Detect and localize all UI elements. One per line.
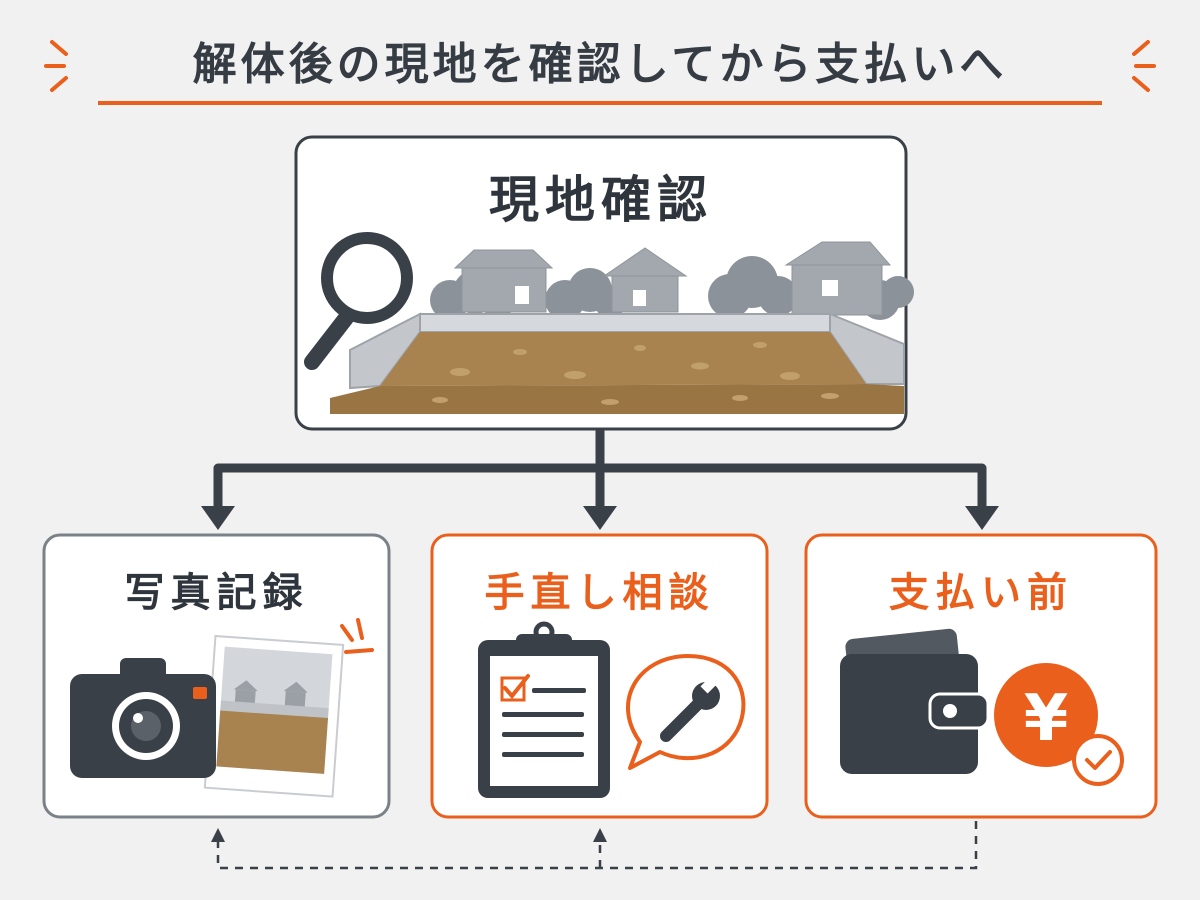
flash-sparks bbox=[340, 618, 374, 654]
main-step-label: 現地確認 bbox=[489, 171, 713, 229]
empty-lot-illustration bbox=[330, 241, 914, 414]
clipboard-icon bbox=[478, 621, 610, 798]
photo-step-label: 写真記録 bbox=[124, 570, 309, 616]
repair-step-label: 手直し相談 bbox=[484, 570, 715, 616]
wrench-bubble-icon bbox=[626, 654, 746, 770]
wrench-icon bbox=[660, 676, 720, 742]
branch-connector bbox=[213, 430, 987, 506]
yen-coin-icon: ¥ bbox=[994, 663, 1098, 767]
feedback-arrowheads bbox=[211, 828, 607, 842]
page-title: 解体後の現地を確認してから支払いへ bbox=[192, 39, 1008, 90]
site-photo-icon bbox=[203, 634, 345, 798]
title-sparks-right bbox=[1132, 40, 1156, 92]
check-badge-icon bbox=[1072, 734, 1124, 786]
pay-step-label: 支払い前 bbox=[889, 570, 1073, 616]
magnifier-icon bbox=[304, 232, 413, 370]
title-sparks-left bbox=[44, 40, 68, 92]
feedback-loop bbox=[216, 820, 978, 870]
wallet-icon bbox=[840, 628, 990, 774]
yen-symbol: ¥ bbox=[1024, 682, 1069, 756]
camera-icon bbox=[70, 658, 216, 778]
branch-arrowheads bbox=[201, 506, 999, 530]
